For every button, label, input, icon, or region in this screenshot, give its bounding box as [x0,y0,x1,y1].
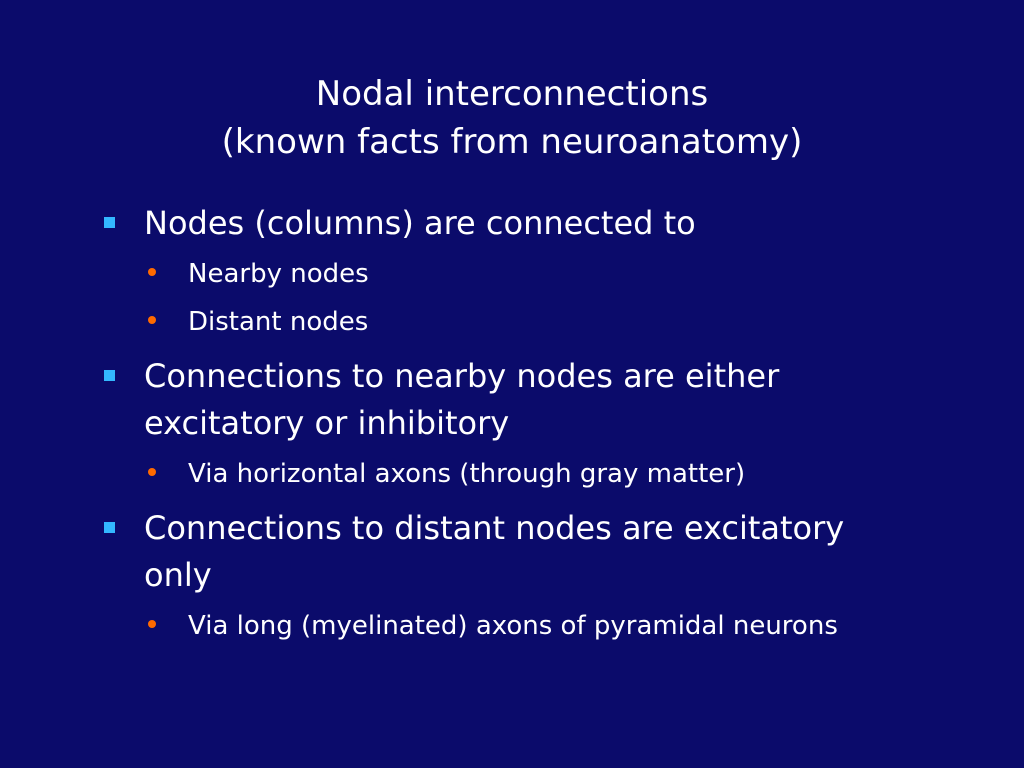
bullet-3-text: Connections to distant nodes are excitat… [144,509,845,594]
sub-bullet-1-1-text: Nearby nodes [188,259,369,289]
dot-bullet-icon [148,316,156,324]
dot-bullet-icon [148,468,156,476]
square-bullet-icon [104,370,115,381]
sub-bullet-1-2-text: Distant nodes [188,307,369,337]
bullet-1: Nodes (columns) are connected to [104,200,904,247]
sub-bullet-3-1: Via long (myelinated) axons of pyramidal… [148,605,904,647]
bullet-2-text: Connections to nearby nodes are either e… [144,357,780,442]
sub-bullet-2-1-text: Via horizontal axons (through gray matte… [188,459,746,489]
square-bullet-icon [104,217,115,228]
slide-title-line-2: (known facts from neuroanatomy) [221,122,803,162]
sub-bullet-2-1: Via horizontal axons (through gray matte… [148,453,904,495]
dot-bullet-icon [148,268,156,276]
square-bullet-icon [104,522,115,533]
bullet-list: Nodes (columns) are connected to Nearby … [104,200,904,647]
dot-bullet-icon [148,620,156,628]
sub-bullet-3-1-text: Via long (myelinated) axons of pyramidal… [188,611,838,641]
bullet-1-text: Nodes (columns) are connected to [144,204,696,242]
slide-title: Nodal interconnections (known facts from… [0,70,1024,166]
slide-title-line-1: Nodal interconnections [315,74,709,114]
bullet-3: Connections to distant nodes are excitat… [104,505,904,599]
sub-bullet-1-2: Distant nodes [148,301,904,343]
sub-bullet-1-1: Nearby nodes [148,253,904,295]
bullet-2: Connections to nearby nodes are either e… [104,353,904,447]
